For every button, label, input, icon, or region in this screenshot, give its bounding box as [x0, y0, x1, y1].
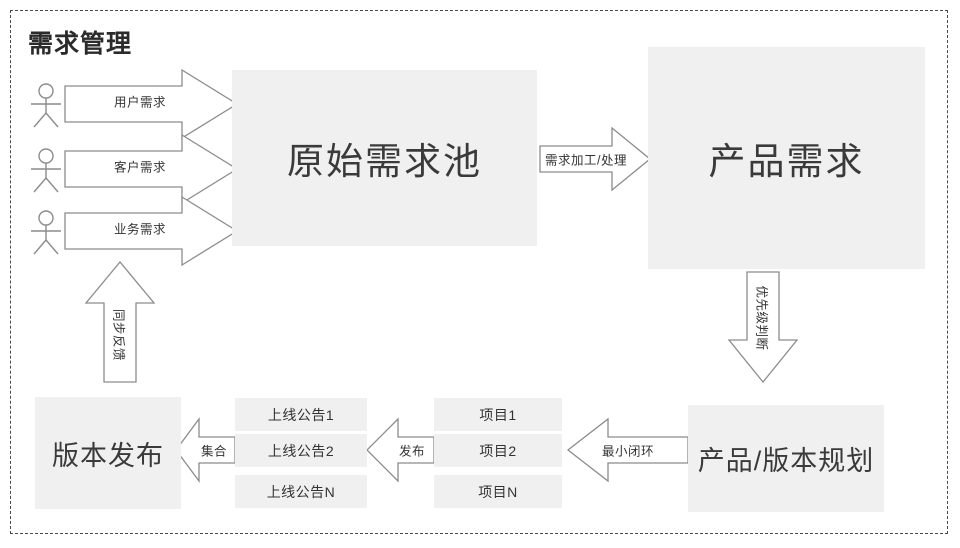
box-announcement-2: 上线公告2 [235, 434, 367, 467]
box-announcement-1: 上线公告1 [235, 398, 367, 431]
box-announcement-n: 上线公告N [235, 475, 367, 508]
arrow-label-publish: 发布 [398, 444, 426, 459]
arrow-label-min-loop: 最小闭环 [601, 444, 655, 459]
box-version-release: 版本发布 [35, 397, 181, 509]
arrow-label-sync-feedback: 同步反馈 [111, 308, 126, 362]
arrow-label-business-requirement: 业务需求 [113, 222, 167, 237]
box-product-version-plan: 产品/版本规划 [688, 405, 884, 512]
customer-actor [24, 147, 68, 195]
page-title: 需求管理 [28, 30, 133, 58]
box-project-1: 项目1 [434, 398, 562, 431]
arrow-label-priority-judgement: 优先级判断 [754, 285, 769, 351]
arrow-label-aggregate: 集合 [200, 444, 228, 459]
box-project-2: 项目2 [434, 434, 562, 467]
arrow-label-requirement-processing: 需求加工/处理 [545, 153, 627, 168]
business-actor [24, 209, 68, 257]
user-actor [24, 82, 68, 130]
box-project-n: 项目N [434, 475, 562, 508]
outer-dashed-frame [10, 10, 948, 534]
box-product-requirement: 产品需求 [648, 47, 925, 269]
box-raw-requirement-pool: 原始需求池 [232, 70, 537, 246]
arrow-label-user-requirement: 用户需求 [113, 95, 167, 110]
arrow-label-customer-requirement: 客户需求 [113, 160, 167, 175]
